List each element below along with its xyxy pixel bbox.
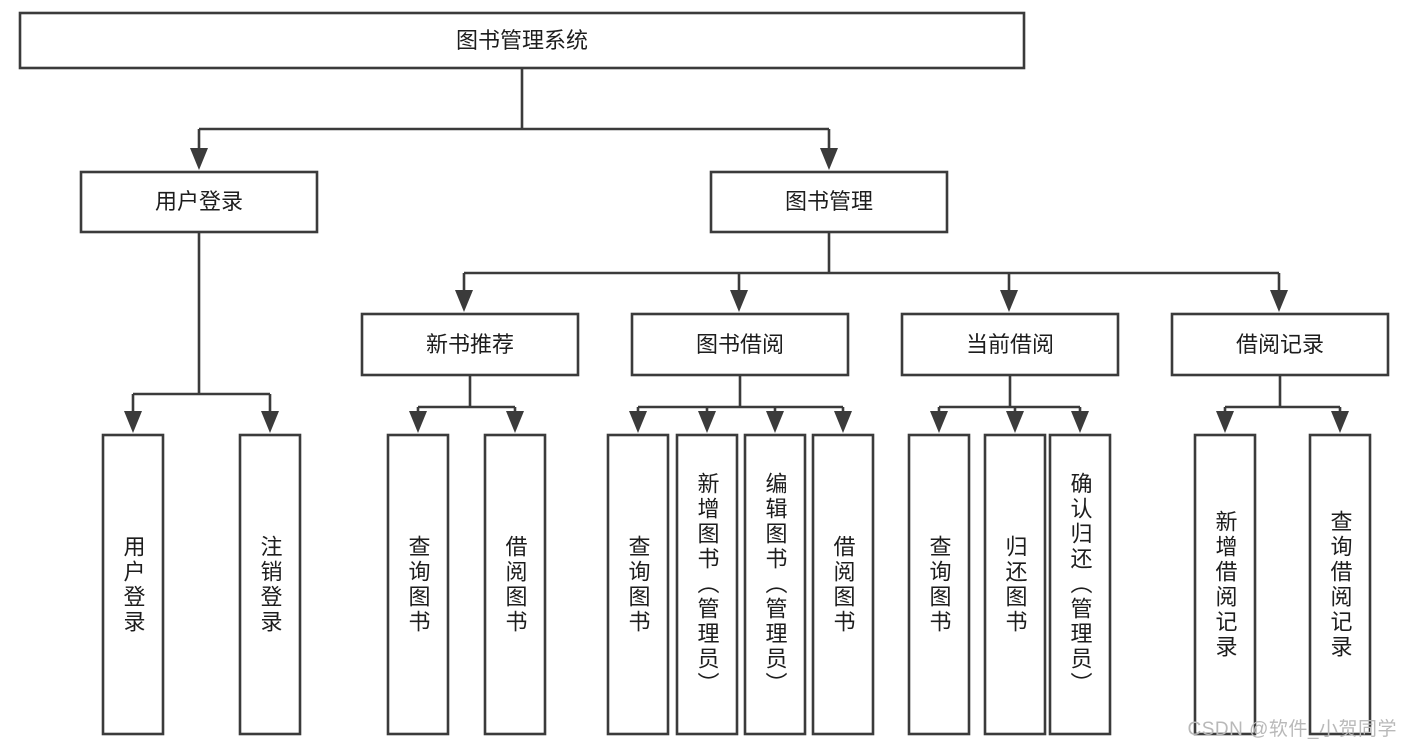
node-leaf-edit-book-admin-box[interactable] [743,433,807,736]
node-leaf-query-borrow-record-box[interactable] [1308,433,1372,736]
node-new-book-recommend[interactable]: 新书推荐 [360,312,580,377]
node-book-manage[interactable]: 图书管理 [709,170,949,234]
node-leaf-return-book-box[interactable] [983,433,1047,736]
node-leaf-user-login-box[interactable] [101,433,165,736]
arrowhead-newbook-leaf-2 [506,411,524,433]
connector-borrowrecords-to-leaves [1216,375,1349,433]
node-current-borrow-label: 当前借阅 [966,332,1054,357]
node-root[interactable]: 图书管理系统 [18,11,1026,70]
arrowhead-book-manage [820,148,838,170]
connector-root-to-level2 [190,68,838,170]
node-book-borrow[interactable]: 图书借阅 [630,312,850,377]
arrowhead-borrowrecords-leaf-1 [1216,411,1234,433]
node-new-book-recommend-box[interactable] [360,312,580,377]
csdn-watermark: CSDN @软件_小贺同学 [1187,719,1397,740]
node-leaf-query-book-recommend-box[interactable] [386,433,450,736]
node-leaf-add-book-admin-box[interactable] [675,433,739,736]
connector-userlogin-to-leaves [124,232,279,433]
arrowhead-bookborrow-leaf-4 [834,411,852,433]
arrowhead-borrowrecords-leaf-2 [1331,411,1349,433]
arrowhead-bookborrow-leaf-2 [698,411,716,433]
node-new-book-recommend-label: 新书推荐 [426,332,514,357]
node-leaf-borrow-book-recommend-box[interactable] [483,433,547,736]
node-leaf-confirm-return-admin-box[interactable] [1048,433,1112,736]
arrowhead-leaf-user-login [124,411,142,433]
arrowhead-current-borrow [1000,290,1018,312]
connector-bookmanage-to-level3 [455,232,1288,312]
node-book-borrow-label: 图书借阅 [696,332,784,357]
arrowhead-user-login [190,148,208,170]
node-borrow-records-box[interactable] [1170,312,1390,377]
connector-newbook-to-leaves [409,375,524,433]
node-leaf-query-book-current-box[interactable] [907,433,971,736]
node-book-manage-box[interactable] [709,170,949,234]
arrowhead-currentborrow-leaf-3 [1071,411,1089,433]
arrowhead-newbook-leaf-1 [409,411,427,433]
arrowhead-bookborrow-leaf-3 [766,411,784,433]
node-user-login-box[interactable] [79,170,319,234]
leaf-boxes [101,433,1372,736]
connector-bookborrow-to-leaves [629,375,852,433]
node-root-label: 图书管理系统 [456,28,588,53]
node-user-login-label: 用户登录 [155,189,243,214]
node-leaf-borrow-book-box[interactable] [811,433,875,736]
arrowhead-leaf-logout [261,411,279,433]
arrowhead-book-borrow [730,290,748,312]
node-borrow-records-label: 借阅记录 [1236,332,1324,357]
node-user-login[interactable]: 用户登录 [79,170,319,234]
node-current-borrow[interactable]: 当前借阅 [900,312,1120,377]
node-book-manage-label: 图书管理 [785,189,873,214]
arrowhead-borrow-records [1270,290,1288,312]
node-leaf-logout-box[interactable] [238,433,302,736]
arrowhead-bookborrow-leaf-1 [629,411,647,433]
node-leaf-add-borrow-record-box[interactable] [1193,433,1257,736]
node-book-borrow-box[interactable] [630,312,850,377]
node-root-box[interactable] [18,11,1026,70]
node-leaf-query-book-borrow-box[interactable] [606,433,670,736]
arrowhead-new-book [455,290,473,312]
node-borrow-records[interactable]: 借阅记录 [1170,312,1390,377]
node-current-borrow-box[interactable] [900,312,1120,377]
connector-currentborrow-to-leaves [930,375,1089,433]
arrowhead-currentborrow-leaf-1 [930,411,948,433]
arrowhead-currentborrow-leaf-2 [1006,411,1024,433]
